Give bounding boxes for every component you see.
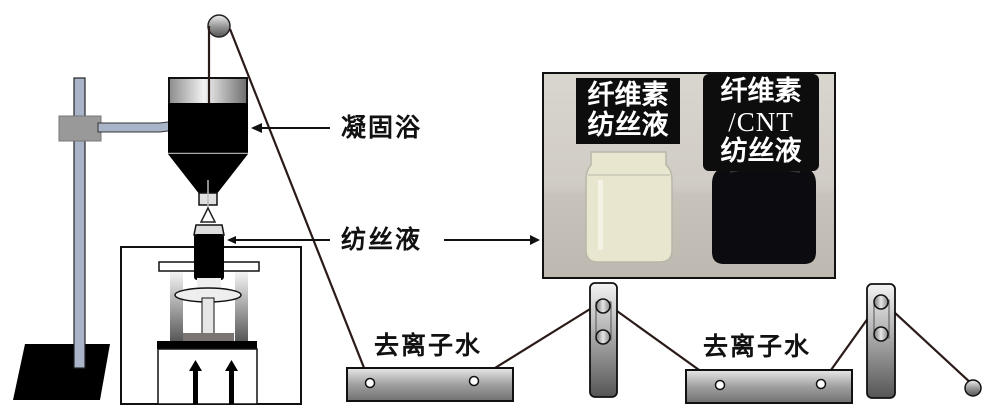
roller-stand-2: [866, 283, 896, 399]
vial-label-line: 纺丝液: [587, 110, 669, 142]
godet-roller: [873, 326, 889, 342]
godet-roller: [595, 329, 611, 345]
vial-label-cellulose: 纤维素 纺丝液: [576, 78, 680, 145]
vial-label-cellulose-cnt: 纤维素 /CNT 纺丝液: [703, 74, 819, 171]
vial-label-line: 纺丝液: [720, 136, 802, 168]
godet-roller: [595, 298, 611, 314]
push-arrow-icon: [189, 360, 202, 404]
label-spinning-solution: 纺丝液: [341, 225, 423, 254]
guide-roller: [468, 375, 480, 387]
pump-platform: [157, 341, 257, 349]
label-deionized-water-2: 去离子水: [703, 332, 812, 361]
label-coagulation-bath: 凝固浴: [341, 113, 423, 142]
top-pulley: [207, 14, 231, 38]
guide-roller: [815, 378, 827, 390]
vial-label-line: 纤维素: [720, 76, 802, 107]
spinneret-cone: [199, 206, 217, 223]
clear-vial: [585, 151, 673, 263]
syringe-pump: [120, 224, 302, 405]
wash-bath-1: [346, 367, 514, 402]
coagulation-bath-vessel: [168, 77, 248, 206]
syringe-top: [193, 224, 225, 236]
wash-bath-2: [685, 369, 853, 404]
guide-roller: [364, 377, 376, 389]
plunger-rod: [201, 297, 215, 335]
push-arrow-icon: [225, 360, 238, 404]
godet-roller: [873, 294, 889, 310]
syringe-bottom: [197, 278, 221, 288]
pump-post-right: [235, 272, 248, 342]
guide-roller: [714, 379, 726, 391]
label-deionized-water-1: 去离子水: [374, 331, 483, 360]
roller-stand-1: [589, 282, 618, 398]
syringe-body: [194, 234, 224, 280]
cnt-vial: [712, 160, 816, 264]
pointer-arrows: [227, 123, 540, 245]
bath-cone: [168, 154, 248, 195]
stand-base: [13, 344, 110, 400]
pump-post-left: [170, 272, 183, 342]
bath-body: [168, 103, 248, 153]
stand-rod: [73, 77, 86, 369]
pump-pad: [183, 333, 234, 341]
pump-drive-box: [157, 348, 258, 405]
stand-clamp: [58, 115, 102, 142]
vial-label-line: /CNT: [728, 107, 794, 138]
take-up-roller: [964, 379, 982, 397]
vial-label-line: 纤维素: [587, 80, 669, 111]
